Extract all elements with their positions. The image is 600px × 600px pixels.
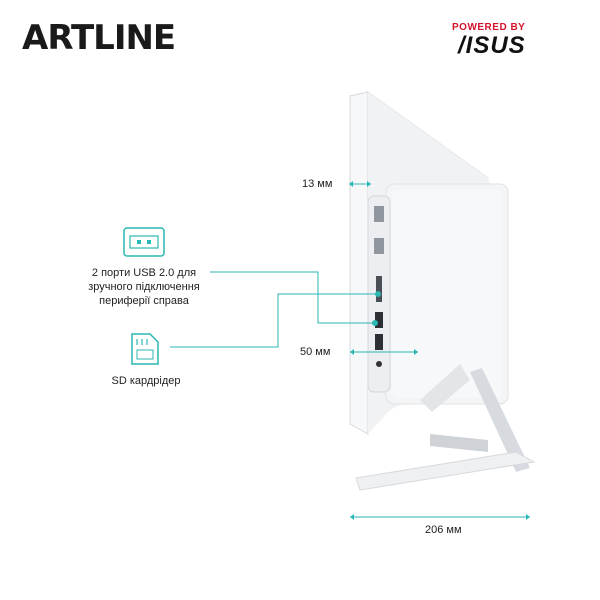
usb-feature-label: 2 порти USB 2.0 для зручного підключення… (88, 267, 200, 307)
usb-port-icon (123, 227, 165, 257)
stand-depth-dimension: 206 мм (425, 524, 462, 536)
dimension-lines (349, 181, 530, 520)
thickness-dimension: 13 мм (302, 178, 333, 190)
callout-lines (170, 271, 381, 348)
asus-logo: /ISUS (458, 32, 526, 59)
sd-card-icon (131, 333, 159, 365)
powered-by-label: POWERED BY (452, 22, 526, 33)
sd-feature-label: SD кардрідер (111, 375, 181, 387)
monitor-panel (348, 91, 509, 435)
artline-logo: ARTLINE (22, 18, 176, 58)
base-depth-dimension: 50 мм (300, 346, 331, 358)
monitor-stand (355, 364, 536, 491)
